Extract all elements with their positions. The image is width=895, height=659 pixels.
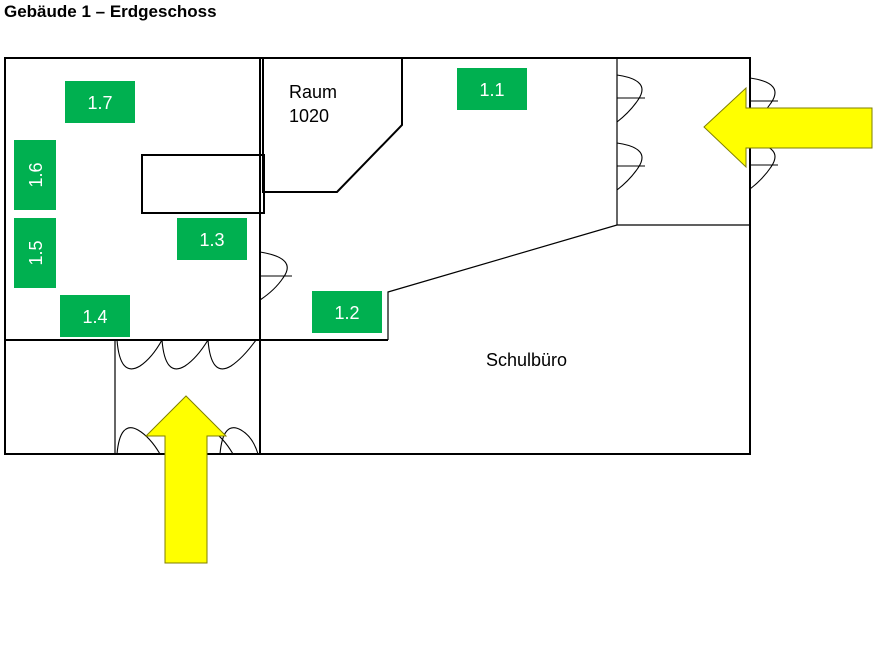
badge-1-1: 1.1 xyxy=(457,68,527,110)
badge-1-7: 1.7 xyxy=(65,81,135,123)
raum-1020-outline xyxy=(262,57,403,193)
badge-1-3-label: 1.3 xyxy=(199,230,224,250)
entrance-arrow-left-icon xyxy=(703,86,873,169)
badge-1-6-label: 1.6 xyxy=(26,162,46,187)
badge-1-1-label: 1.1 xyxy=(479,80,504,100)
raum-1020-label-line2: 1020 xyxy=(289,106,329,126)
badge-1-5-label: 1.5 xyxy=(26,240,46,265)
badge-1-4: 1.4 xyxy=(60,295,130,337)
badge-1-6: 1.6 xyxy=(14,140,56,210)
left-room-door xyxy=(259,251,292,301)
furniture-block xyxy=(141,154,265,214)
badge-1-3: 1.3 xyxy=(177,218,247,260)
raum-1020-label-line1: Raum xyxy=(289,82,337,102)
badge-1-4-label: 1.4 xyxy=(82,307,107,327)
schulbuero-partition xyxy=(387,224,750,340)
badge-1-2-label: 1.2 xyxy=(334,303,359,323)
schulbuero-label: Schulbüro xyxy=(486,350,567,370)
badge-1-2: 1.2 xyxy=(312,291,382,333)
bottom-inner-doors xyxy=(116,339,257,370)
badge-1-7-label: 1.7 xyxy=(87,93,112,113)
entrance-arrow-up-icon xyxy=(144,395,228,564)
page-title: Gebäude 1 – Erdgeschoss xyxy=(4,2,217,21)
badge-1-5: 1.5 xyxy=(14,218,56,288)
right-inner-doors xyxy=(616,74,645,191)
